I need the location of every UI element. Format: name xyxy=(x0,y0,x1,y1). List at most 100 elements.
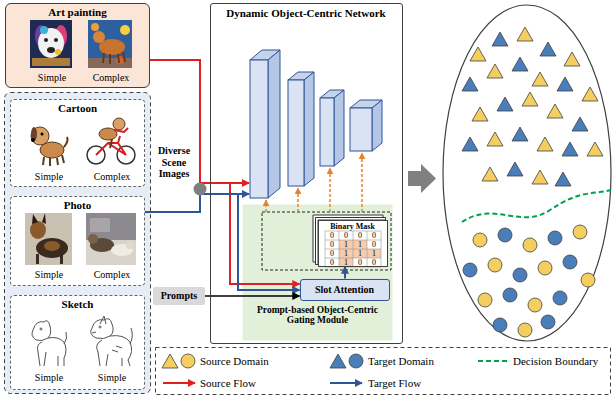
photo-simple-image-part xyxy=(36,254,39,264)
mask-stack-part xyxy=(262,212,391,270)
sketch-simple-image-part xyxy=(64,332,67,344)
flow-into-cnn-part xyxy=(230,182,249,184)
cnn-block-part xyxy=(250,60,268,198)
image-caption: Simple xyxy=(82,372,142,384)
feature-space-part-part xyxy=(518,323,532,337)
legend-sample-part xyxy=(162,354,178,368)
orange-gate-arrows xyxy=(266,153,362,212)
legend-sample-part xyxy=(478,360,508,362)
photo-simple-image-part xyxy=(25,213,72,265)
feature-space-part-part xyxy=(503,288,517,302)
junction-dot xyxy=(194,183,207,196)
sketch-complex-image-part xyxy=(92,332,96,333)
feature-space-part-part xyxy=(562,142,578,156)
node-fill xyxy=(318,220,388,267)
cartoon-simple-image-part xyxy=(64,137,68,147)
cnn-block-part xyxy=(320,98,334,166)
orange-gate-arrows-part xyxy=(297,188,299,212)
photo-complex-image-part xyxy=(86,213,136,265)
art-simple-image-part xyxy=(40,26,48,34)
feature-space-part-part xyxy=(532,72,548,86)
art-simple-image xyxy=(30,20,72,68)
cnn-block-part xyxy=(334,90,344,166)
node-fill xyxy=(5,3,150,88)
mask-cell: 0 xyxy=(353,231,367,240)
photo-simple-image-part xyxy=(44,241,60,251)
feature-space-part-part xyxy=(532,170,548,184)
network-box: Dynamic Object-Centric NetworkPrompt-bas… xyxy=(210,3,403,344)
feature-space-part-part xyxy=(507,162,523,176)
node-fill xyxy=(210,3,403,344)
mask-cell: 1 xyxy=(339,258,353,267)
photo-complex-image xyxy=(86,213,136,265)
flow-connector xyxy=(205,295,300,297)
node-fill xyxy=(10,295,145,390)
mask-card: Binary Mask xyxy=(318,220,388,267)
mask-grid-part xyxy=(339,249,353,258)
sketch-complex-image-part xyxy=(130,328,132,344)
node-title: Prompts xyxy=(153,290,205,302)
mask-grid-part xyxy=(339,240,353,249)
feature-space-part-part xyxy=(463,263,477,277)
mask-cell: 0 xyxy=(367,231,381,240)
photo-complex-image-part xyxy=(88,234,98,244)
sketch-complex-image-part xyxy=(91,328,110,339)
image-caption: Simple xyxy=(19,372,79,384)
feature-space-part-part xyxy=(498,228,512,242)
orange-gate-arrows-part xyxy=(265,200,267,212)
mask-grid-part-part xyxy=(325,231,381,267)
domain-box: CartoonSimpleComplex xyxy=(10,99,145,187)
orange-gate-arrows-part xyxy=(361,153,363,212)
feature-space-part-part xyxy=(497,97,513,111)
legend-text: Target Domain xyxy=(368,354,434,368)
node-fill xyxy=(153,287,205,305)
feature-space-part-part xyxy=(462,137,478,151)
feature-space-part-part xyxy=(478,293,492,307)
mask-cell: 0 xyxy=(325,258,339,267)
cartoon-complex-image-part xyxy=(113,118,125,130)
mask-cell: 0 xyxy=(325,240,339,249)
feature-space-part-part xyxy=(488,258,502,272)
flow-into-cnn xyxy=(230,183,249,194)
domain-box: SketchSimpleSimple xyxy=(10,295,145,390)
feature-space-part-part xyxy=(470,47,486,61)
feature-space-part-part xyxy=(553,291,567,305)
mask-grid-part xyxy=(367,249,381,258)
feature-space-part-part xyxy=(572,117,588,131)
photo-simple-image-part xyxy=(60,254,63,264)
input-label: Diverse Scene Images xyxy=(152,145,196,180)
feature-space-part-part xyxy=(540,42,556,56)
node-title: Sketch xyxy=(11,298,144,311)
art-simple-image-part xyxy=(54,38,58,42)
cnn-block-part xyxy=(288,80,304,186)
sketch-complex-image-part xyxy=(99,326,101,328)
feature-space-part-part xyxy=(492,32,508,46)
legend-sample-part xyxy=(181,354,195,368)
legend-box-part xyxy=(156,348,611,395)
art-simple-image-part xyxy=(32,58,70,66)
node-title: Slot Attention xyxy=(301,284,389,296)
node-title: Binary Mask xyxy=(319,221,387,232)
mask-cell: 1 xyxy=(367,249,381,258)
flow-connector xyxy=(145,194,300,290)
node-title: Art painting xyxy=(6,6,149,19)
feature-space-part-part xyxy=(587,142,603,156)
art-simple-image-part xyxy=(30,20,72,68)
sketch-complex-image-part xyxy=(100,316,122,352)
mask-stack xyxy=(262,212,391,270)
mask-grid-part xyxy=(353,240,367,249)
node-title: Dynamic Object-Centric Network xyxy=(211,7,401,20)
cartoon-complex-image-part xyxy=(114,128,128,132)
art-complex-image-part xyxy=(88,20,132,68)
mask-grid xyxy=(325,231,381,267)
flow-connector xyxy=(344,267,346,279)
feature-space-part-part xyxy=(517,27,533,41)
cnn-block-part xyxy=(372,100,382,151)
feature-space-part-part xyxy=(522,92,538,106)
mask-cell: 0 xyxy=(325,249,339,258)
legend-text: Source Flow xyxy=(200,376,256,390)
mask-cell: 0 xyxy=(353,258,367,267)
cartoon-simple-image xyxy=(31,127,68,166)
